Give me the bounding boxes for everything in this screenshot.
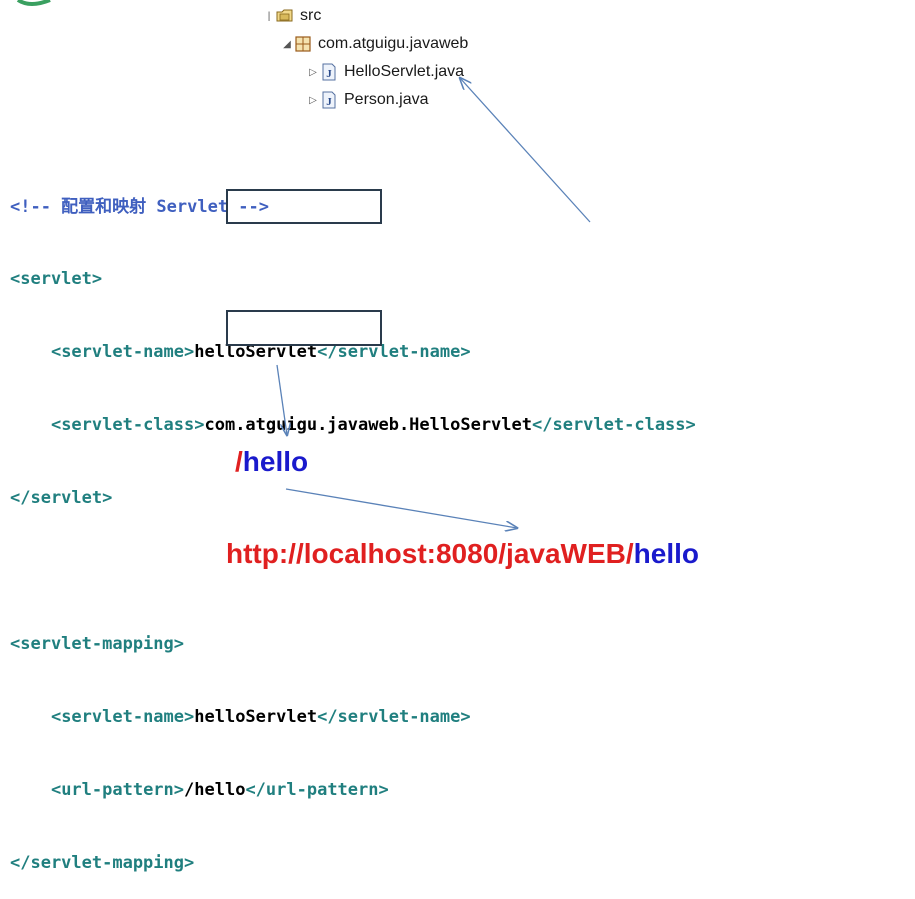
- tree-line-icon: |: [267, 10, 271, 22]
- servlet-name-value: helloServlet: [194, 342, 318, 363]
- tree-item-person[interactable]: ▷ J Person.java: [306, 88, 429, 112]
- code-line: </servlet>: [10, 486, 696, 510]
- tree-item-src[interactable]: | src: [262, 4, 322, 28]
- xml-tag: </servlet>: [10, 488, 113, 509]
- tree-item-label: HelloServlet.java: [344, 63, 465, 80]
- expand-triangle-icon[interactable]: ▷: [309, 94, 317, 106]
- tree-item-helloservlet[interactable]: ▷ J HelloServlet.java: [306, 60, 464, 84]
- svg-text:J: J: [326, 96, 332, 108]
- code-line: <servlet-mapping>: [10, 632, 696, 656]
- tree-item-label: Person.java: [344, 91, 429, 108]
- arrow-class-to-file: [460, 78, 591, 223]
- decorative-arc: [16, 0, 51, 6]
- hello-path-label: /hello: [235, 446, 308, 478]
- svg-text:J: J: [326, 68, 332, 80]
- arrow-pattern-to-hello: [276, 364, 287, 435]
- xml-tag: <servlet>: [10, 269, 103, 290]
- xml-tag: <url-pattern>: [50, 779, 185, 800]
- tree-item-label: src: [300, 7, 322, 24]
- highlight-box-servlet-name: [226, 189, 382, 224]
- code-line: <servlet-name>helloServlet</servlet-name…: [10, 705, 696, 729]
- java-file-icon: J: [322, 63, 336, 81]
- annotation-arrows: [276, 0, 591, 583]
- mapping-servlet-name-value: helloServlet: [194, 706, 318, 727]
- url-pattern-value: /hello: [184, 779, 246, 800]
- java-file-icon: J: [322, 91, 336, 109]
- xml-tag: </servlet-class>: [532, 415, 696, 436]
- xml-tag: <servlet-name>: [50, 342, 195, 363]
- xml-tag: <servlet-class>: [50, 415, 205, 436]
- xml-tag: </servlet-name>: [317, 342, 471, 363]
- code-line: </servlet-mapping>: [10, 851, 696, 875]
- xml-comment: <!-- 配置和映射 Servlet -->: [10, 196, 269, 217]
- code-line: <url-pattern>/hello</url-pattern>: [10, 778, 696, 802]
- hello-text: hello: [242, 446, 309, 477]
- full-url-label: http://localhost:8080/javaWEB/hello: [226, 538, 699, 570]
- xml-tag: </url-pattern>: [245, 779, 389, 800]
- collapse-triangle-icon[interactable]: ◢: [283, 38, 291, 50]
- code-line: <servlet>: [10, 267, 696, 291]
- highlight-box-mapping-name: [226, 310, 382, 346]
- code-line: <servlet-name>helloServlet</servlet-name…: [10, 340, 696, 364]
- expand-triangle-icon[interactable]: ▷: [309, 66, 317, 78]
- tree-item-label: com.atguigu.javaweb: [318, 35, 469, 52]
- xml-tag: </servlet-name>: [317, 706, 471, 727]
- xml-tag: <servlet-mapping>: [10, 633, 184, 654]
- source-folder-icon: [276, 9, 293, 22]
- xml-tag: <servlet-name>: [50, 706, 195, 727]
- code-line: <servlet-class>com.atguigu.javaweb.Hello…: [10, 413, 696, 437]
- url-suffix-text: hello: [633, 538, 699, 569]
- tree-item-package[interactable]: ◢ com.atguigu.javaweb: [280, 32, 468, 56]
- slash-text: /: [235, 446, 243, 477]
- package-icon: [295, 36, 311, 52]
- code-line-comment: <!-- 配置和映射 Servlet -->: [10, 195, 696, 219]
- arrow-hello-to-url: [285, 488, 517, 528]
- xml-tag: </servlet-mapping>: [10, 852, 195, 873]
- url-prefix-text: http://localhost:8080/javaWEB/: [226, 538, 634, 569]
